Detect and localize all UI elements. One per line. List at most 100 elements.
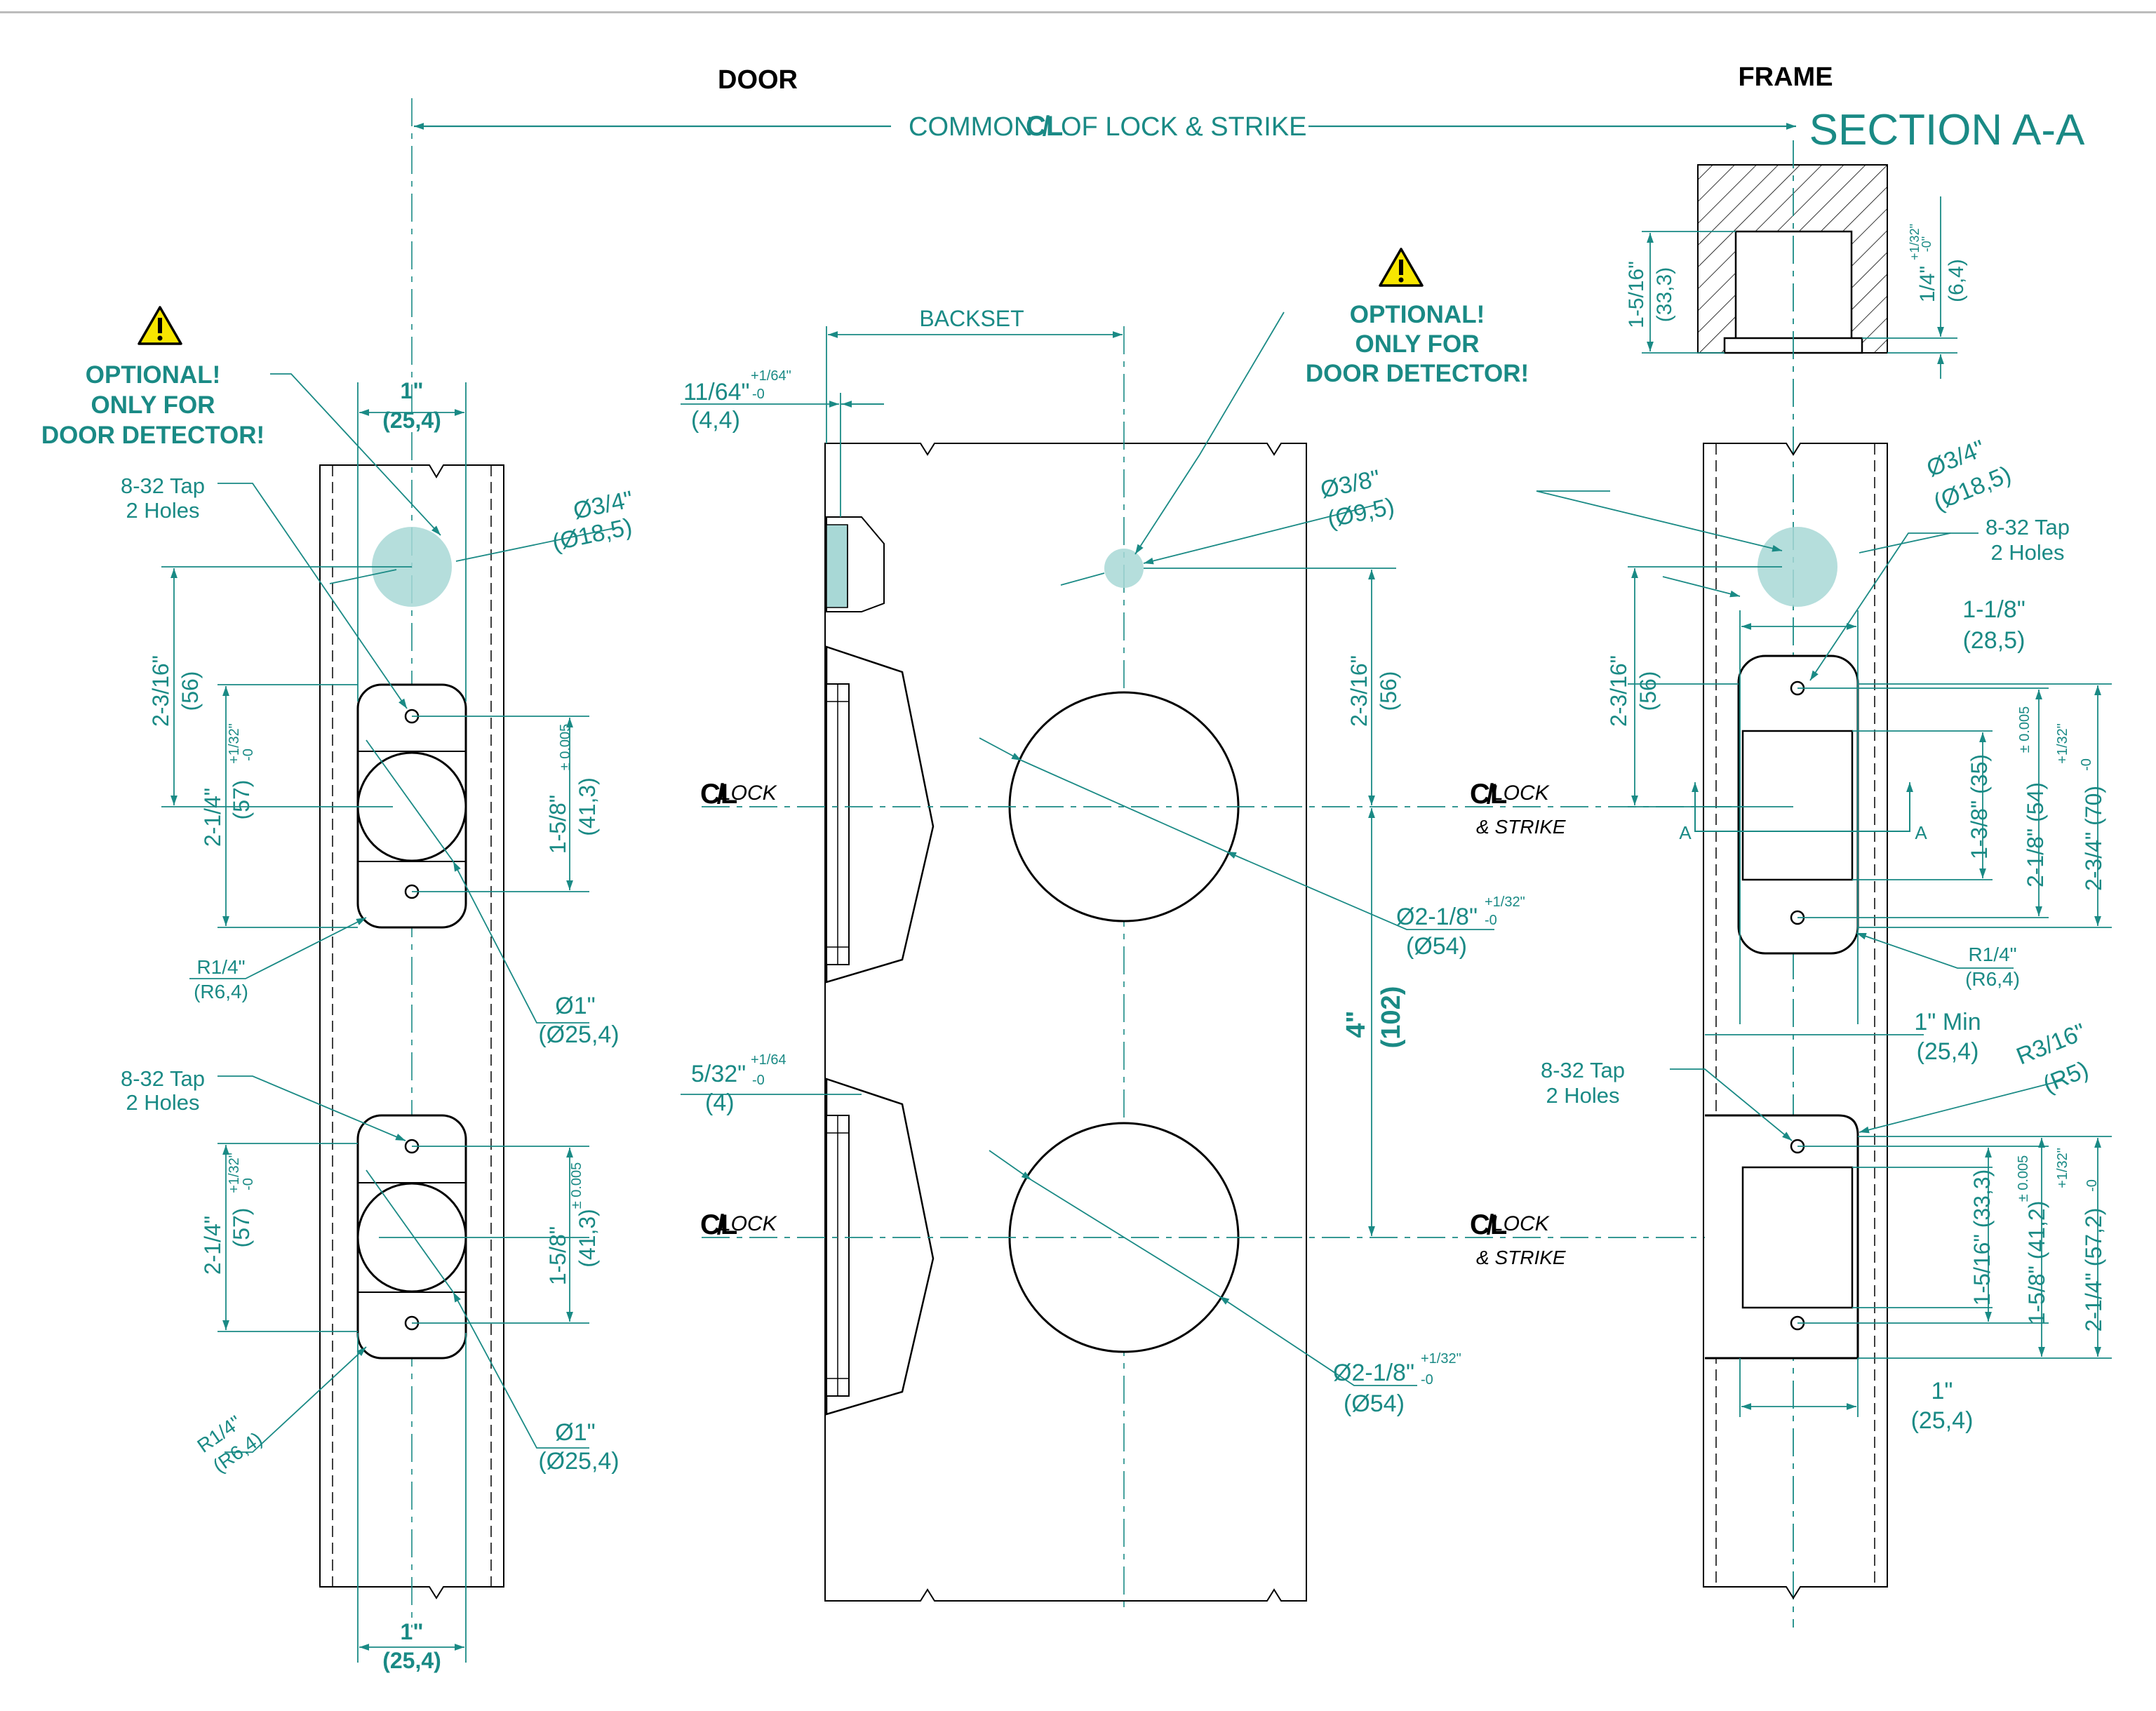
left-dim-2-1-4-a-tol-plus: +1/32" — [227, 723, 242, 764]
section-mark-a-right: A — [1915, 822, 1927, 843]
left-tap1-holes: 2 Holes — [126, 498, 199, 523]
edge-b-tol-plus: +1/64 — [751, 1052, 786, 1068]
warning-left-line1: OPTIONAL! — [86, 361, 220, 389]
section-depth-tol-minus: -0" — [1920, 236, 1934, 252]
frame-w-1: 1" — [1931, 1378, 1953, 1404]
frame-dim-2-1-4-tol-minus: -0 — [2084, 1179, 2100, 1192]
left-dim-2-1-4-a-mm: (57) — [229, 780, 254, 820]
warning-center-line2: ONLY FOR — [1355, 330, 1480, 358]
frame-tap2-holes: 2 Holes — [1546, 1083, 1619, 1108]
section-dim: 1-5/16" — [1625, 261, 1648, 328]
left-door-edge — [319, 98, 504, 1628]
left-top-width: 1" — [401, 378, 424, 403]
top-border-line — [0, 11, 2156, 13]
left-hole-b-mm: (Ø25,4) — [538, 1448, 619, 1475]
left-dim-2-3-16: 2-3/16" — [148, 655, 173, 727]
center-door-face — [824, 326, 1307, 1613]
left-dim-2-1-4-a: 2-1/4" — [200, 788, 225, 847]
cl-symbol-lock-b: C̸L — [700, 1209, 737, 1240]
frame-dim-2-1-8-tol: ± 0.005 — [2017, 706, 2033, 753]
frame-tap1: 8-32 Tap — [1986, 515, 2070, 539]
warning-icon — [1379, 248, 1424, 287]
frame-dim-1-5-16: 1-5/16" (33,3) — [1969, 1169, 1995, 1306]
center-dim-4-mm: (102) — [1377, 986, 1406, 1049]
center-dim-2-3-16: 2-3/16" — [1346, 655, 1372, 727]
frame-tap2: 8-32 Tap — [1541, 1058, 1625, 1082]
cl-lock-b: LOCK — [719, 1212, 778, 1235]
cl-lock-a: LOCK — [719, 781, 778, 805]
center-bore-b-tol-plus: +1/32" — [1421, 1351, 1461, 1367]
left-dim-1-5-8-a-mm: (41,3) — [575, 777, 600, 836]
left-tap1: 8-32 Tap — [121, 474, 205, 498]
center-bore-b-tol-minus: -0 — [1421, 1372, 1433, 1388]
left-dim-1-5-8-a-tol: ± 0.005 — [558, 724, 573, 771]
center-dim-4: 4" — [1341, 1010, 1371, 1038]
frame-dim-2-3-4-tol-plus: +1/32" — [2055, 723, 2070, 764]
left-dim-1-5-8-b: 1-5/8" — [545, 1226, 570, 1285]
left-dim-2-1-4-b: 2-1/4" — [200, 1216, 225, 1275]
cl-lock-strike-a: LOCK — [1492, 781, 1551, 805]
edge-a-tol-plus: +1/64" — [751, 368, 791, 384]
frame-dim-1-3-8: 1-3/8" (35) — [1967, 754, 1992, 859]
center-bore-b: Ø2-1/8" — [1333, 1360, 1414, 1386]
left-dim-2-3-16-mm: (56) — [178, 671, 203, 711]
warning-center-line3: DOOR DETECTOR! — [1306, 360, 1529, 387]
warning-left-line3: DOOR DETECTOR! — [41, 422, 265, 449]
left-tap2-holes: 2 Holes — [126, 1090, 199, 1115]
edge-a-tol-minus: -0 — [752, 387, 765, 402]
center-bore-a-tol-minus: -0 — [1485, 913, 1497, 928]
cl-symbol-lock-a: C̸L — [700, 779, 737, 810]
frame-radius-a-mm: (R6,4) — [1965, 968, 2020, 990]
left-dim-2-1-4-b-mm: (57) — [229, 1208, 254, 1248]
frame-w-1-1-8: 1-1/8" — [1962, 596, 2026, 623]
edge-a-mm: (4,4) — [691, 407, 740, 434]
section-depth-mm: (6,4) — [1945, 259, 1968, 302]
center-bore-b-mm: (Ø54) — [1344, 1390, 1405, 1417]
left-dim-2-1-4-b-tol-minus: -0 — [241, 1178, 256, 1190]
section-depth: 1/4" — [1916, 266, 1939, 302]
edge-b-tol-minus: -0 — [752, 1073, 765, 1088]
left-bottom-width: 1" — [401, 1619, 424, 1644]
left-radius-a-mm: (R6,4) — [194, 981, 248, 1002]
left-dim-2-1-4-a-tol-minus: -0 — [241, 749, 256, 761]
left-dim-2-1-4-b-tol-plus: +1/32" — [227, 1153, 242, 1193]
backset-label: BACKSET — [919, 306, 1024, 331]
left-hole-b: Ø1" — [555, 1419, 595, 1446]
frame-dim-2-1-8: 2-1/8" (54) — [2023, 782, 2048, 887]
left-hole-a-mm: (Ø25,4) — [538, 1021, 619, 1048]
section-depth-tol-plus: +1/32" — [1908, 224, 1922, 260]
edge-b-mm: (4) — [705, 1089, 735, 1116]
frame-dim-2-3-16: 2-3/16" — [1606, 655, 1631, 727]
frame-dimension-lines — [1536, 490, 2112, 1417]
cl-strike-b: & STRIKE — [1476, 1247, 1566, 1268]
section-mark-a-left: A — [1679, 822, 1692, 843]
frame-dim-2-3-16-mm: (56) — [1635, 671, 1661, 711]
frame-dim-2-1-4: 2-1/4" (57,2) — [2081, 1208, 2106, 1332]
frame-radius-b-mm: (R5) — [2040, 1056, 2093, 1098]
edge-b: 5/32" — [691, 1061, 746, 1087]
warning-center-line1: OPTIONAL! — [1350, 301, 1485, 328]
center-door-dimension-lines — [681, 311, 1796, 1386]
frame-strike-view — [1694, 443, 1910, 1599]
left-bottom-width-mm: (25,4) — [382, 1648, 441, 1673]
cl-symbol-strike-a: C̸L — [1470, 779, 1507, 810]
left-hole-a: Ø1" — [555, 993, 595, 1019]
cl-strike-a: & STRIKE — [1476, 816, 1566, 838]
left-dim-1-5-8-b-mm: (41,3) — [575, 1209, 600, 1268]
edge-a: 11/64" — [683, 379, 750, 405]
left-radius-a: R1/4" — [196, 956, 245, 978]
frame-dim-2-3-4-tol-minus: -0 — [2079, 758, 2094, 771]
warning-icon — [138, 306, 182, 345]
frame-dim-2-1-4-tol-plus: +1/32" — [2055, 1148, 2070, 1188]
center-bore-a-tol-plus: +1/32" — [1485, 894, 1525, 910]
centerline-symbol: C̸L — [1026, 111, 1063, 142]
left-tap2: 8-32 Tap — [121, 1066, 205, 1091]
frame-dim-2-3-4: 2-3/4" (70) — [2081, 786, 2106, 891]
frame-w-1-mm: (25,4) — [1911, 1407, 1974, 1434]
frame-min-1: 1" Min — [1914, 1009, 1981, 1035]
frame-min-1-mm: (25,4) — [1917, 1038, 1979, 1065]
warning-left-line2: ONLY FOR — [91, 391, 215, 419]
left-top-width-mm: (25,4) — [382, 408, 441, 433]
frame-dim-1-5-8-tol: ± 0.005 — [2016, 1155, 2031, 1202]
